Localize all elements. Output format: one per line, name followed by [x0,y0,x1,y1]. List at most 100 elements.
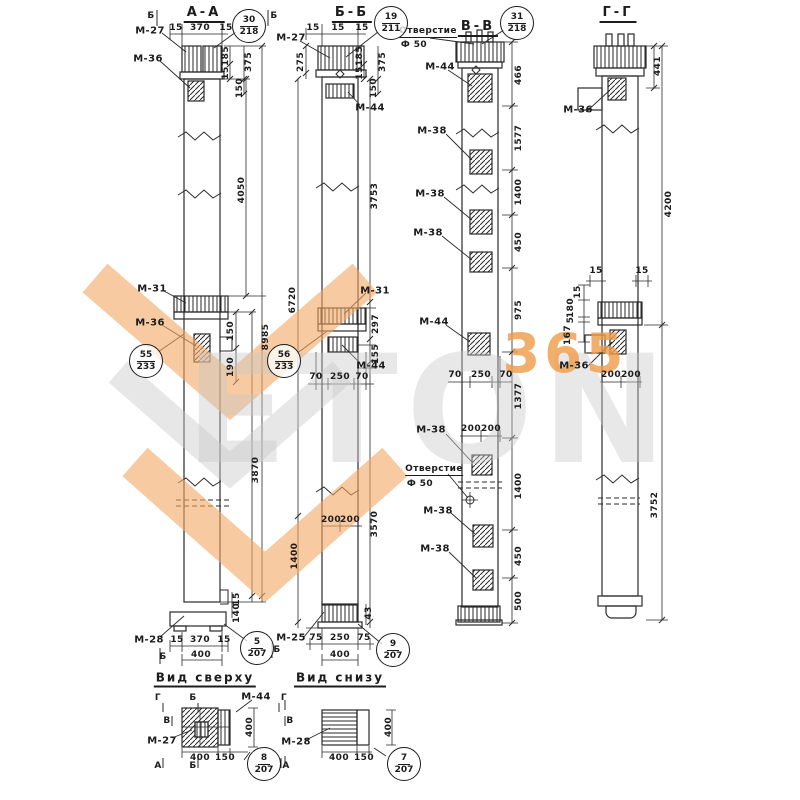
section-title-vv: В-В [457,19,499,37]
dim-150: 150 [369,78,379,98]
dim-6720: 6720 [288,286,298,314]
callout-number: 5 [250,637,264,649]
section-marker-b: Б [270,11,278,21]
dim-15: 15 [306,23,320,33]
dim-185: 185 [221,46,231,66]
dim-43: 43 [364,606,374,620]
section-marker-a: А [154,761,162,771]
callout-number: 55 [136,350,156,362]
section-marker-g: Г [280,693,288,703]
mark-m44: М-44 [425,61,455,73]
section-marker-b: Б [159,652,167,662]
section-marker-b: Б [189,761,197,771]
column-gg [577,33,647,619]
dim-167: 167 [563,325,573,345]
callout-sheet: 207 [247,648,267,659]
view-title-top: Вид сверху [153,671,257,688]
dim-3752: 3752 [650,491,660,519]
callout-sheet: 207 [254,764,274,775]
callout-sheet: 218 [507,23,527,34]
section-title-gg: Г-Г [599,5,637,23]
dim-150: 150 [235,78,245,98]
hole-diameter: Ф 50 [400,40,428,50]
dim-70: 70 [448,370,462,380]
dim-15: 15 [635,266,649,276]
watermark-word: ETON [185,324,675,498]
mark-m44: М-44 [355,102,385,114]
dim-15: 15 [170,635,184,645]
dim-1400: 1400 [514,472,524,500]
dim-185: 185 [355,46,365,66]
section-title-bb: Б-Б [331,5,373,23]
bottom-view [284,700,370,766]
mark-m44: М-44 [419,316,449,328]
dim-1577: 1577 [514,124,524,152]
mark-m38: М-38 [417,125,447,137]
dim-370: 370 [190,635,210,645]
dim-370: 15 [331,23,345,33]
dim-400: 400 [330,650,350,660]
dim-8985: 8985 [261,323,271,351]
hole-note: Отверстие [405,464,463,476]
callout-number: 9 [386,639,400,651]
dim-4200: 4200 [664,190,674,218]
leader-lines [157,29,613,761]
callout-sheet: 218 [239,26,259,37]
mark-m38: М-38 [415,188,445,200]
dim-1400: 1400 [514,178,524,206]
dim-1377: 1377 [514,382,524,410]
mark-m25: М-25 [276,632,306,644]
dim-466: 466 [514,65,524,85]
dim-200: 200 [601,370,621,380]
dim-370: 370 [190,23,210,33]
dim-15: 15 [169,23,183,33]
mark-m38: М-38 [416,424,446,436]
dim-70: 70 [499,370,513,380]
dim-200: 200 [321,515,341,525]
section-marker-b: Б [189,693,197,703]
dim-4050: 4050 [237,176,247,204]
dim-140: 140 [232,603,242,623]
dim-400: 400 [191,650,211,660]
dim-400: 400 [190,753,210,763]
mark-m44: М-44 [356,360,386,372]
mark-m27: М-27 [276,32,306,44]
dim-15: 15 [221,66,231,80]
mark-m31: М-31 [360,285,390,297]
dim-190: 190 [226,357,236,377]
dim-5: 5 [566,316,576,324]
mark-m38: М-38 [413,227,443,239]
dim-150: 150 [215,753,235,763]
mark-m38: М-38 [423,505,453,517]
watermark-number: 365 [503,322,628,385]
top-view [162,703,286,768]
dim-15: 15 [219,23,233,33]
callout-number: 31 [507,12,527,24]
dim-375: 375 [244,52,254,72]
dim-180: 180 [566,298,576,318]
callout-sheet: 207 [383,650,403,661]
dim-275: 275 [296,52,306,72]
dim-250: 250 [330,372,350,382]
callout-number: 19 [381,12,401,24]
dim-450: 450 [514,232,524,252]
dim-70: 70 [309,372,323,382]
dim-15: 15 [355,23,369,33]
dim-200: 200 [621,370,641,380]
dim-250: 250 [330,633,350,643]
dim-400: 400 [384,717,394,737]
mark-m27: М-27 [135,25,165,37]
dim-250: 250 [471,370,491,380]
section-marker-v: В [286,716,294,726]
dim-200: 200 [461,424,481,434]
section-title-aa: А-А [183,5,225,23]
mark-m27: М-27 [147,735,177,747]
dim-200: 200 [481,424,501,434]
view-title-bottom: Вид снизу [293,671,387,688]
section-marker-a: А [282,761,290,771]
